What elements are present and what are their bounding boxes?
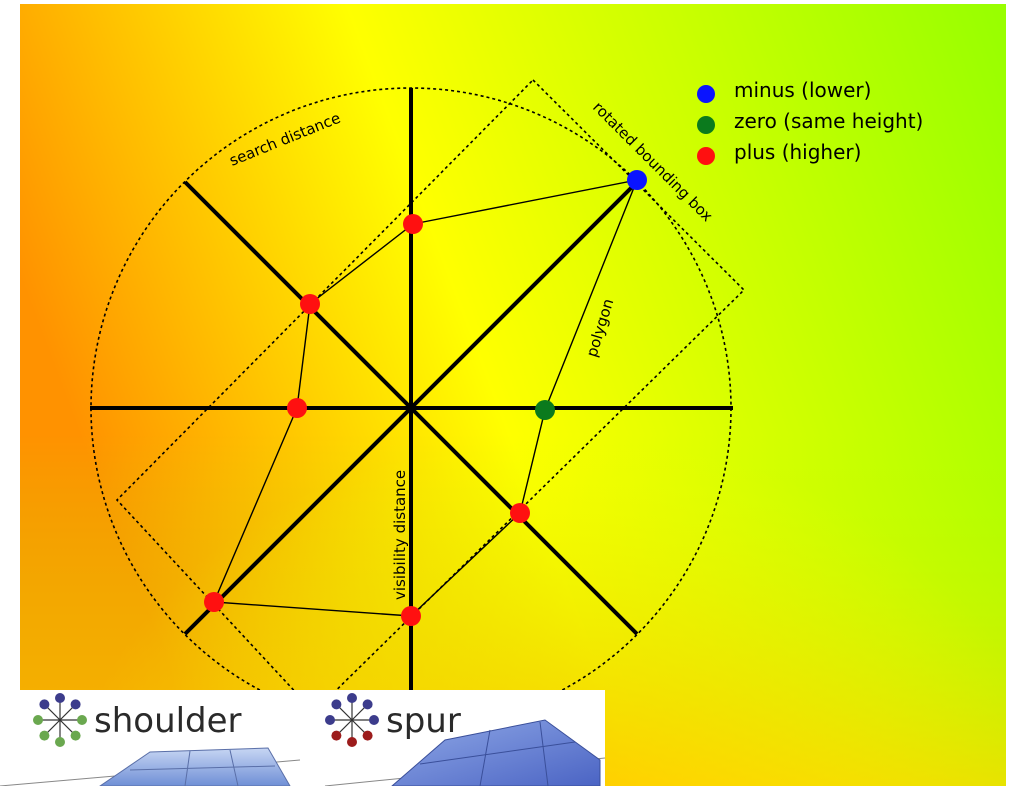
legend-label-plus: plus (higher) — [734, 140, 861, 164]
point-south — [401, 606, 421, 626]
legend-label-minus: minus (lower) — [734, 78, 871, 102]
shoulder-inset: shoulder — [0, 693, 301, 786]
point-north — [403, 214, 423, 234]
shoulder-label: shoulder — [94, 701, 242, 741]
legend-marker-zero — [697, 116, 715, 134]
spur-label: spur — [386, 701, 461, 741]
spur-inset: spur — [324, 693, 606, 786]
spur-surface — [324, 719, 606, 786]
neighbor-points — [204, 170, 647, 626]
legend-marker-minus — [697, 85, 715, 103]
spur-pattern-icon — [325, 693, 379, 747]
point-southeast — [510, 503, 530, 523]
point-west — [287, 398, 307, 418]
visibility-distance-label: visibility distance — [391, 470, 409, 600]
point-southwest — [204, 592, 224, 612]
legend-marker-plus — [697, 147, 715, 165]
shoulder-surface — [0, 747, 301, 786]
point-east — [535, 400, 555, 420]
legend-label-zero: zero (same height) — [734, 109, 923, 133]
direction-lines — [90, 88, 733, 692]
legend: minus (lower) zero (same height) plus (h… — [697, 78, 923, 165]
direction-line-sw-ne — [183, 180, 639, 636]
right-border — [1006, 0, 1010, 786]
point-northeast — [627, 170, 647, 190]
point-northwest — [300, 294, 320, 314]
landform-inset-panel: shoulder — [0, 690, 606, 786]
shoulder-pattern-icon — [33, 693, 87, 747]
terrain-background-southeast — [20, 4, 1006, 786]
